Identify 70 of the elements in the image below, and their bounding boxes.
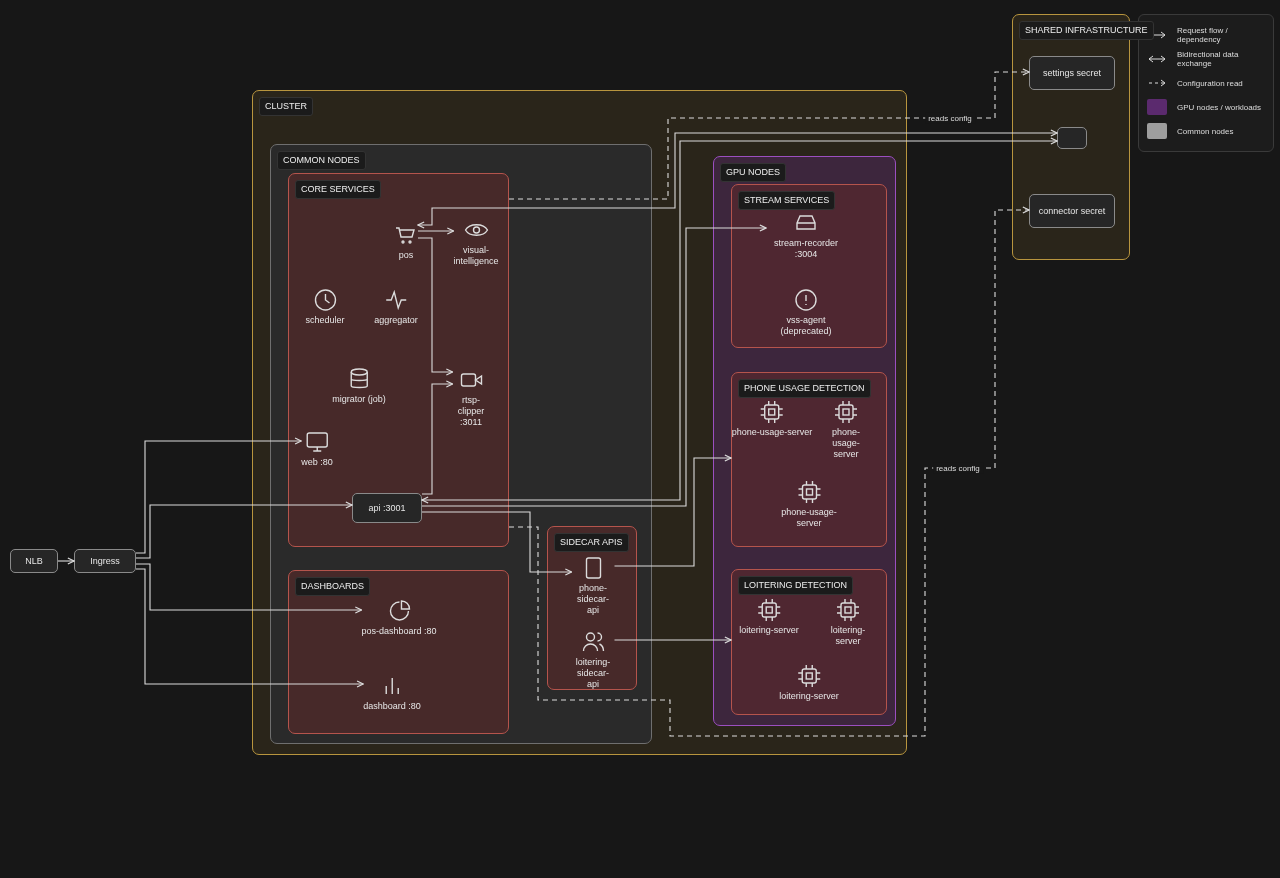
arrow bbox=[613, 636, 732, 644]
service-group-panel bbox=[731, 372, 887, 547]
arrow bbox=[417, 237, 454, 376]
group-title: SHARED INFRASTRUCTURE bbox=[1019, 21, 1154, 40]
service-name: api :3001 bbox=[368, 502, 406, 514]
service-name: NLB bbox=[25, 555, 43, 567]
group-title: CORE SERVICES bbox=[295, 180, 381, 199]
service-name: loitering-server bbox=[739, 625, 799, 636]
service-group-panel bbox=[288, 173, 509, 547]
service-name: phone-usage-server bbox=[780, 507, 838, 529]
service-box bbox=[10, 549, 58, 573]
service-name: loitering-server bbox=[779, 691, 839, 702]
service-box bbox=[1029, 56, 1115, 90]
arrow bbox=[421, 511, 573, 576]
legend-text: Common nodes bbox=[1177, 126, 1234, 136]
arrow bbox=[417, 227, 455, 235]
empty-box bbox=[1057, 127, 1087, 149]
group-title: DASHBOARDS bbox=[295, 577, 370, 596]
service-name: phone-sidecar-api bbox=[576, 583, 610, 616]
group-title: LOITERING DETECTION bbox=[738, 576, 853, 595]
dashed-arrow bbox=[508, 68, 1030, 200]
service-name: rtsp-clipper :3011 bbox=[456, 395, 486, 428]
service-box bbox=[74, 549, 136, 573]
arrow bbox=[135, 437, 302, 554]
service-name: pos bbox=[398, 250, 414, 261]
arrow bbox=[57, 557, 75, 565]
service-name: vss-agent (deprecated) bbox=[779, 315, 833, 337]
group-title: SIDECAR APIS bbox=[554, 533, 629, 552]
cluster-panel bbox=[252, 90, 907, 755]
service-name: phone-usage-server bbox=[731, 427, 813, 438]
legend-text: GPU nodes / workloads bbox=[1177, 102, 1262, 112]
legend-text: Configuration read bbox=[1177, 78, 1243, 88]
service-name: pos-dashboard :80 bbox=[361, 626, 437, 637]
service-name: visual-intelligence bbox=[453, 245, 499, 267]
node-pool-panel bbox=[270, 144, 652, 744]
group-title: GPU NODES bbox=[720, 163, 786, 182]
service-name: web :80 bbox=[301, 457, 333, 468]
service-name: settings secret bbox=[1043, 67, 1101, 79]
service-box bbox=[352, 493, 422, 523]
service-name: aggregator bbox=[374, 315, 418, 326]
node-pool-panel bbox=[713, 156, 896, 726]
service-name: Ingress bbox=[90, 555, 120, 567]
service-group-panel bbox=[731, 569, 887, 715]
group-title: CLUSTER bbox=[259, 97, 313, 116]
double-arrow bbox=[421, 137, 1058, 504]
group-title: PHONE USAGE DETECTION bbox=[738, 379, 871, 398]
arrow bbox=[421, 380, 454, 495]
service-box bbox=[1029, 194, 1115, 228]
arrow bbox=[135, 501, 353, 559]
legend-text: Request flow / dependency bbox=[1177, 26, 1229, 44]
service-name: stream-recorder :3004 bbox=[773, 238, 839, 260]
service-name: phone-usage-server bbox=[831, 427, 861, 460]
dashed-arrow bbox=[508, 206, 1030, 737]
arrow bbox=[135, 568, 364, 688]
arrow bbox=[613, 454, 732, 567]
service-group-panel bbox=[288, 570, 509, 734]
service-name: dashboard :80 bbox=[363, 701, 421, 712]
service-name: loitering-sidecar-api bbox=[574, 657, 612, 690]
service-name: scheduler bbox=[305, 315, 345, 326]
service-group-panel bbox=[547, 526, 637, 690]
group-title: STREAM SERVICES bbox=[738, 191, 836, 210]
service-group-panel bbox=[731, 184, 887, 348]
arrow bbox=[421, 224, 767, 507]
service-name: connector secret bbox=[1038, 205, 1106, 217]
legend-text: Bidirectional data exchange bbox=[1177, 50, 1240, 68]
service-name: migrator (job) bbox=[332, 394, 386, 405]
group-title: COMMON NODES bbox=[277, 151, 366, 170]
service-name: loitering-server bbox=[829, 625, 867, 647]
arrow bbox=[135, 563, 363, 614]
double-arrow bbox=[417, 129, 1058, 229]
